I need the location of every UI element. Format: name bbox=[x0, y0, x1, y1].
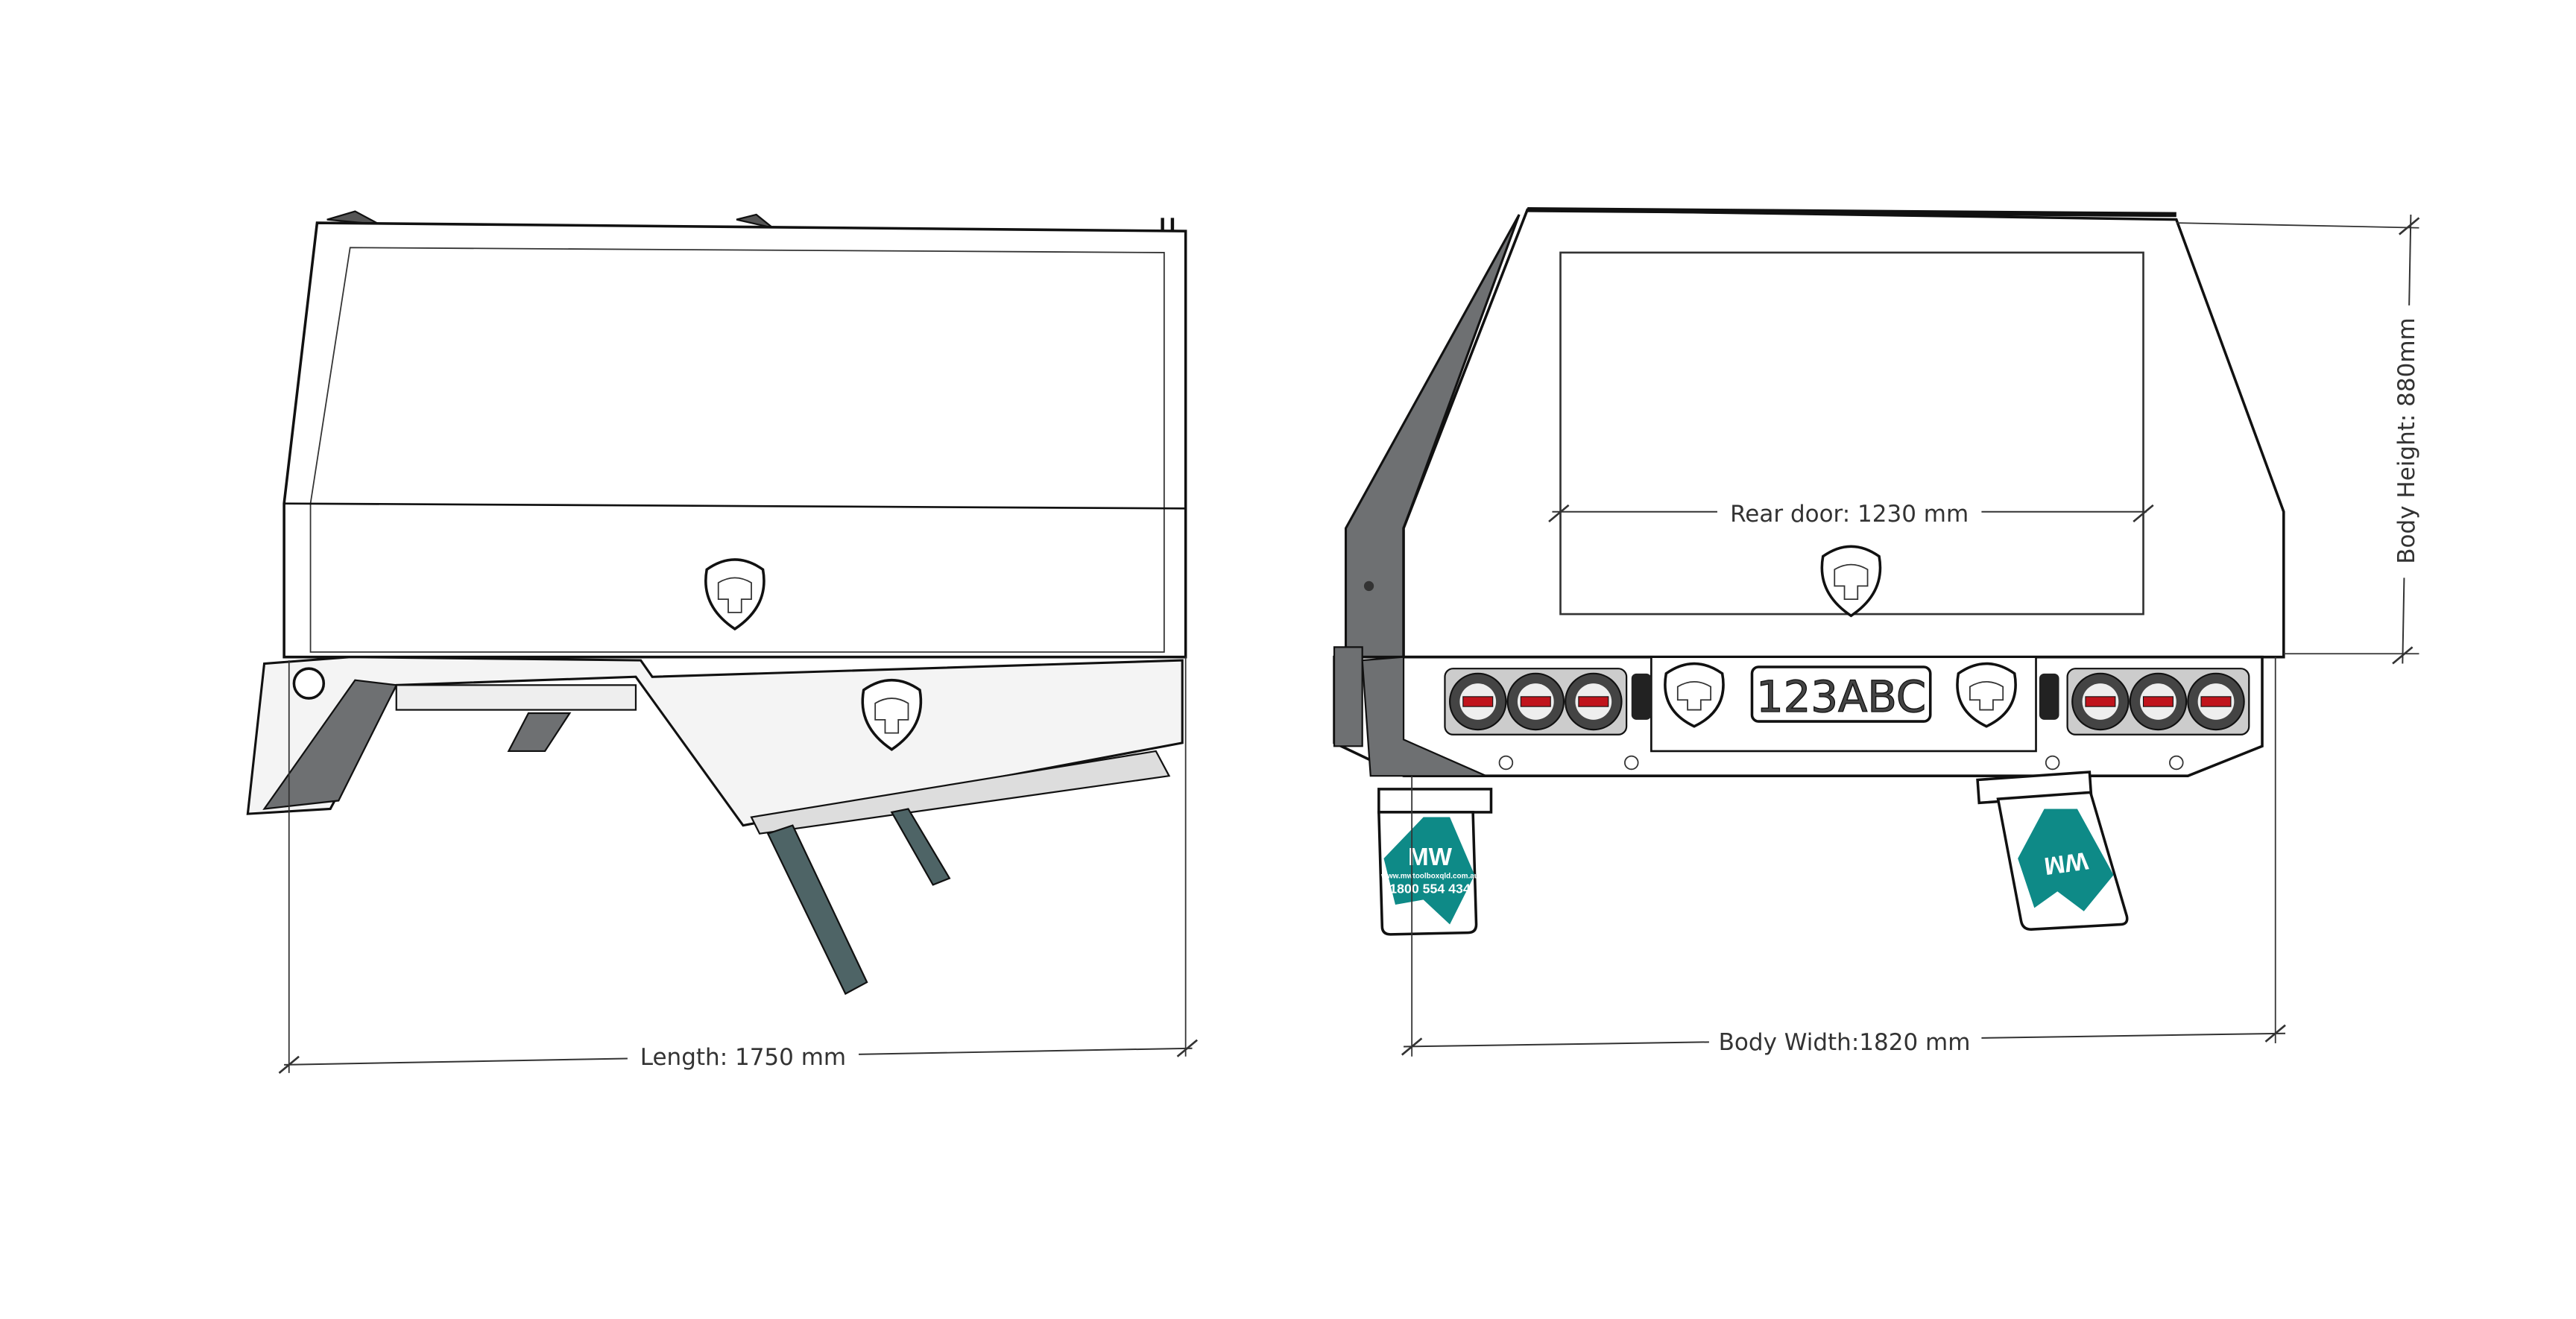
side-lock-handle-upper[interactable] bbox=[704, 558, 765, 631]
side-bracket bbox=[395, 684, 637, 711]
mudflap-website: www.mwtoolboxqld.com.au bbox=[1380, 873, 1479, 881]
rear-lock-handle-right[interactable] bbox=[1956, 662, 2017, 728]
number-plate bbox=[1750, 665, 1932, 723]
number-plate-text: 123ABC bbox=[1756, 672, 1926, 722]
tail-light-cluster-right bbox=[2066, 668, 2250, 736]
mudflap-right: MW bbox=[1976, 771, 2129, 931]
side-underbody-tray bbox=[246, 656, 1184, 827]
mudflap-phone: 1800 554 434 bbox=[1389, 881, 1471, 896]
mudflap-left: MW www.mwtoolboxqld.com.au 1800 554 434 bbox=[1377, 788, 1493, 936]
side-mudflap-front bbox=[890, 808, 951, 886]
side-legs bbox=[507, 712, 572, 753]
rear-corner-guard bbox=[1361, 656, 1487, 777]
side-mudflap-rear bbox=[766, 824, 868, 996]
rear-canopy-body bbox=[1402, 208, 2285, 659]
roof-clips bbox=[1161, 218, 1175, 232]
tail-light-cluster-left bbox=[1444, 668, 1628, 736]
body-height-label: Body Height: 880mm bbox=[2393, 317, 2420, 563]
side-door-outline bbox=[309, 247, 1165, 653]
body-width-label: Body Width:1820 mm bbox=[1719, 1029, 1971, 1056]
side-lock-handle-lower[interactable] bbox=[861, 678, 923, 751]
side-bottom-rail bbox=[750, 750, 1171, 835]
length-label: Length: 1750 mm bbox=[640, 1044, 846, 1071]
mudflap-logo-mirrored: MW bbox=[2042, 846, 2090, 879]
side-front-guard bbox=[262, 679, 398, 810]
rear-lock-handle-left[interactable] bbox=[1664, 662, 1725, 728]
rear-door-lock-handle[interactable] bbox=[1820, 545, 1882, 618]
reflector-right bbox=[2039, 673, 2059, 720]
rear-view: 123ABC MW www.mwto bbox=[1333, 207, 2420, 1057]
reflector-left bbox=[1631, 673, 1652, 720]
side-light-circle bbox=[292, 667, 326, 700]
rear-door-label: Rear door: 1230 mm bbox=[1730, 501, 1969, 528]
side-canopy-body bbox=[282, 221, 1187, 659]
mudflap-logo: MW bbox=[1408, 844, 1453, 871]
side-view: Length: 1750 mm bbox=[246, 210, 1199, 1074]
